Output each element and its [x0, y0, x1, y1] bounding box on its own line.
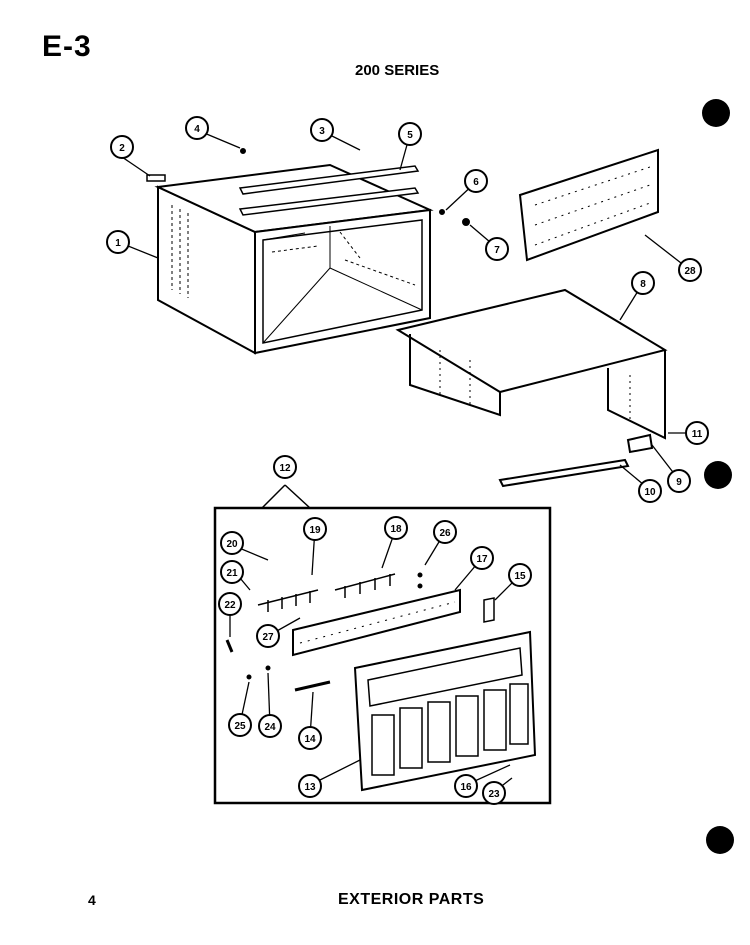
callout-circle — [678, 258, 702, 282]
callout-circle — [258, 714, 282, 738]
callout-label: 6 — [473, 177, 479, 188]
callout-label: 19 — [309, 525, 321, 536]
page-code: E-3 — [42, 30, 92, 63]
callout-circle — [185, 116, 209, 140]
callout-label: 13 — [304, 782, 316, 793]
callout-label: 11 — [692, 429, 703, 440]
callout-label: 15 — [514, 571, 526, 582]
binder-hole — [702, 99, 730, 127]
callout-circle — [631, 271, 655, 295]
callout-circle — [273, 455, 297, 479]
callout-12: 12 — [273, 455, 297, 479]
callout-circle — [220, 560, 244, 584]
callout-circle — [638, 479, 662, 503]
callout-label: 17 — [476, 554, 488, 565]
callout-19: 19 — [303, 517, 327, 541]
callout-circle — [298, 774, 322, 798]
callout-label: 21 — [226, 568, 238, 579]
callout-circle — [106, 230, 130, 254]
callout-circle — [228, 713, 252, 737]
callout-1: 1 — [106, 230, 130, 254]
callout-8: 8 — [631, 271, 655, 295]
callout-15: 15 — [508, 563, 532, 587]
callout-27: 27 — [256, 624, 280, 648]
callout-22: 22 — [218, 592, 242, 616]
footer-title: EXTERIOR PARTS — [338, 891, 485, 908]
control-parts-box — [213, 484, 552, 805]
callout-label: 7 — [494, 245, 500, 256]
callout-20: 20 — [220, 531, 244, 555]
callout-label: 14 — [304, 734, 316, 745]
callout-9: 9 — [667, 469, 691, 493]
callout-13: 13 — [298, 774, 322, 798]
callout-label: 10 — [644, 487, 656, 498]
callout-circle — [433, 520, 457, 544]
callout-label: 1 — [115, 238, 121, 249]
binder-hole — [704, 461, 732, 489]
callout-circle — [298, 726, 322, 750]
callout-circle — [220, 531, 244, 555]
callout-circle — [218, 592, 242, 616]
callout-17: 17 — [470, 546, 494, 570]
callout-circle — [310, 118, 334, 142]
callout-23: 23 — [482, 781, 506, 805]
callout-circle — [508, 563, 532, 587]
callout-label: 20 — [226, 539, 238, 550]
callout-circle — [485, 237, 509, 261]
filter-panel-drawing — [518, 148, 659, 262]
callout-label: 25 — [234, 721, 246, 732]
page-number: 4 — [88, 892, 96, 908]
callout-label: 5 — [407, 130, 413, 141]
callout-circle — [384, 516, 408, 540]
cover-drawing — [395, 288, 668, 488]
callout-3: 3 — [310, 118, 334, 142]
callout-16: 16 — [454, 774, 478, 798]
callout-5: 5 — [398, 122, 422, 146]
callout-7: 7 — [485, 237, 509, 261]
callout-6: 6 — [464, 169, 488, 193]
callout-label: 2 — [119, 143, 125, 154]
callout-25: 25 — [228, 713, 252, 737]
callout-circle — [303, 517, 327, 541]
callout-4: 4 — [185, 116, 209, 140]
callout-label: 28 — [684, 266, 696, 277]
callout-2: 2 — [110, 135, 134, 159]
callout-circle — [398, 122, 422, 146]
callout-label: 8 — [640, 279, 646, 290]
callout-14: 14 — [298, 726, 322, 750]
callout-label: 9 — [676, 477, 682, 488]
callout-24: 24 — [258, 714, 282, 738]
callout-label: 4 — [194, 124, 200, 135]
callout-18: 18 — [384, 516, 408, 540]
callout-label: 16 — [460, 782, 472, 793]
callout-circle — [464, 169, 488, 193]
callout-11: 11 — [685, 421, 709, 445]
callout-label: 22 — [224, 600, 236, 611]
callout-circle — [685, 421, 709, 445]
callout-label: 27 — [262, 632, 274, 643]
callout-circle — [482, 781, 506, 805]
callout-circle — [470, 546, 494, 570]
callout-label: 26 — [439, 528, 451, 539]
binder-hole — [706, 826, 734, 854]
callout-circle — [256, 624, 280, 648]
series-title: 200 SERIES — [355, 62, 440, 79]
callout-label: 3 — [319, 126, 325, 137]
callout-28: 28 — [678, 258, 702, 282]
callout-label: 12 — [279, 463, 291, 474]
callout-21: 21 — [220, 560, 244, 584]
callout-circle — [110, 135, 134, 159]
callout-circle — [454, 774, 478, 798]
callout-circle — [667, 469, 691, 493]
callout-label: 24 — [264, 722, 276, 733]
callout-label: 23 — [488, 789, 500, 800]
callout-label: 18 — [390, 524, 402, 535]
callout-26: 26 — [433, 520, 457, 544]
callout-10: 10 — [638, 479, 662, 503]
cabinet-drawing — [146, 148, 470, 355]
